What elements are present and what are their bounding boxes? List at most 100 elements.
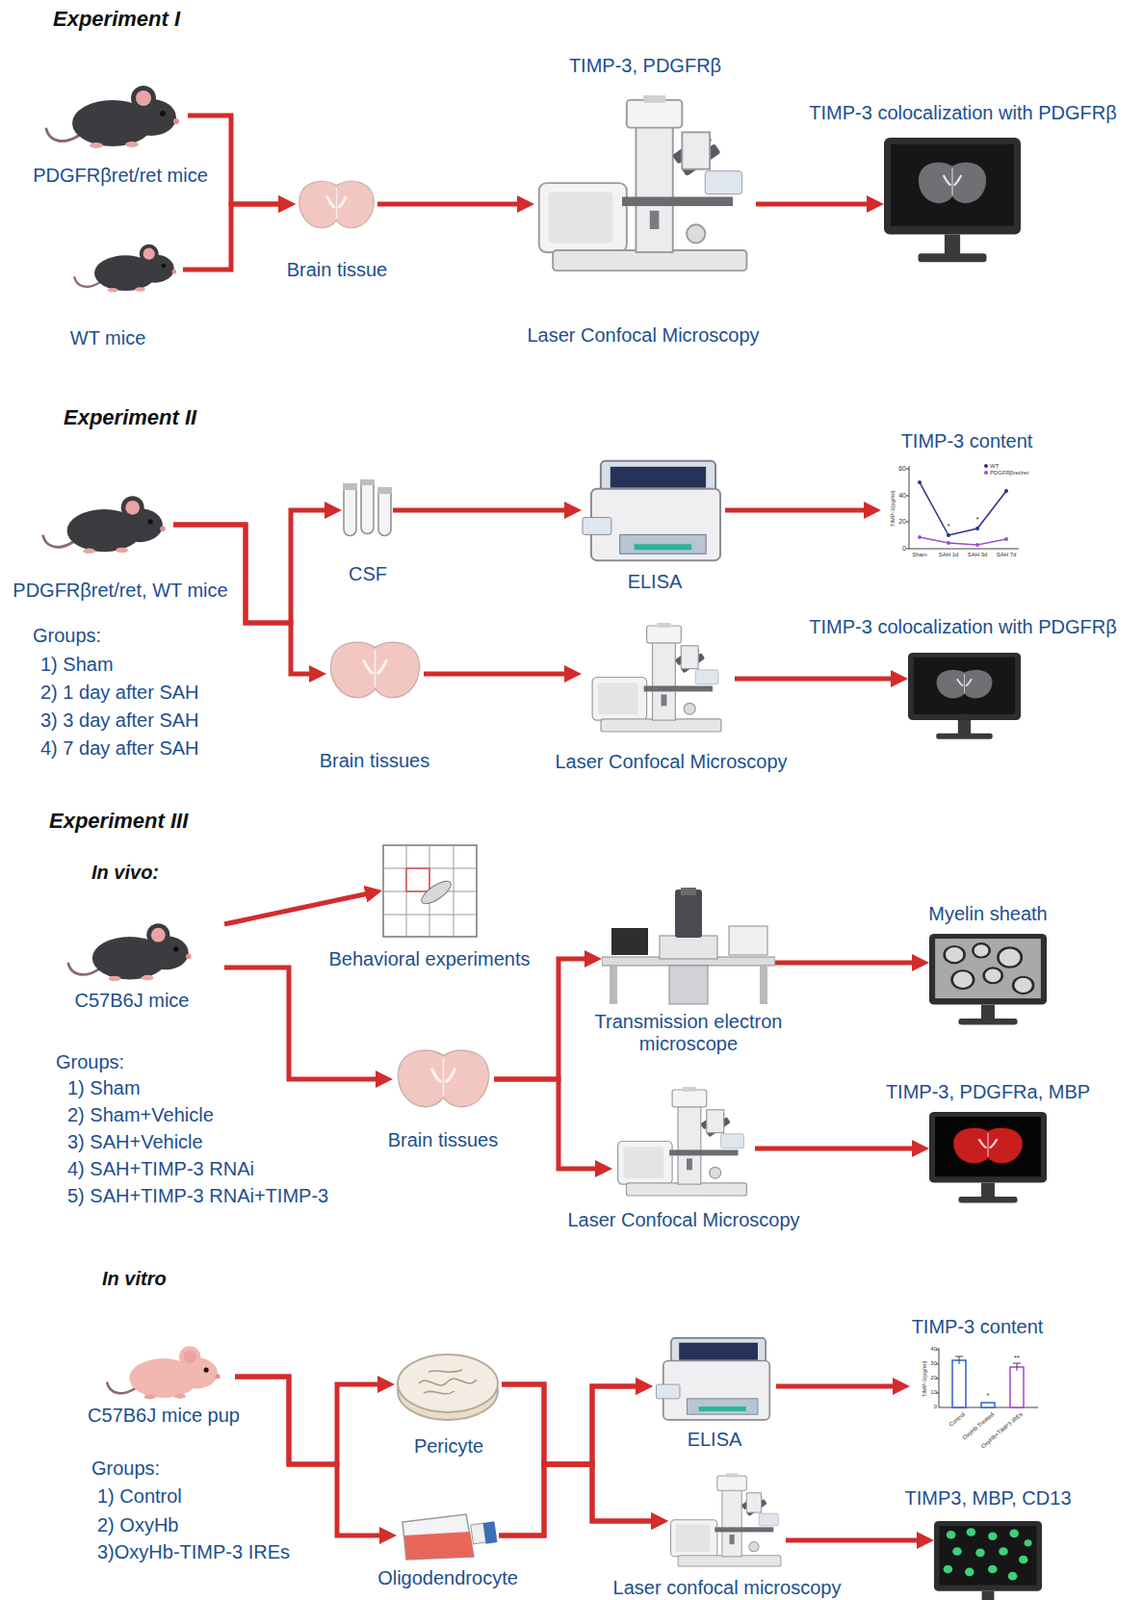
drawing-part [1013,977,1034,994]
figure-node: Behavioral experiments [382,844,478,938]
drawing-part [917,480,1009,538]
section-title: In vitro [102,1268,167,1290]
legend-text: WT [989,463,999,469]
figure-node: TIMP-3 colocalization with PDGFRβ [883,137,1021,271]
figure-node: Laser Confocal Microscopy [612,1087,755,1199]
legend-swatch [984,464,988,468]
legend-row: PDGFRβret/ret [984,469,1029,476]
monitor-icon [934,1521,1042,1600]
drawing-part [998,1547,1009,1557]
drawing-part [975,543,980,547]
drawing-part [1010,1367,1024,1408]
drawing-part [952,1360,966,1408]
flow-arrow [755,202,873,208]
legend-row: WT [984,463,999,469]
drawing-part [908,652,1021,740]
node-label: Brain tissues [319,750,431,773]
drawing-part [944,943,1034,994]
line-chart [906,466,1019,549]
drawing-part [964,1568,975,1578]
group-item: 3) SAH+Vehicle [67,1131,204,1154]
drawing-part [975,526,980,531]
drawing-part [934,1521,1042,1600]
monitor-icon [929,934,1047,1026]
monitor-icon [883,137,1021,262]
drawing-part [952,970,975,989]
figure-node: TIMP-3, PDGFRβLaser Confocal Microscopy [534,91,756,280]
drawing-part [929,934,1047,1026]
group-item: 4) SAH+TIMP-3 RNAi [67,1158,255,1181]
flow-arrow [182,204,285,270]
flow-arrow [392,508,571,514]
node-label: WT mice [70,327,147,350]
figure-node: TIMP-3 content [909,1345,1042,1434]
group-item: 2) 1 day after SAH [40,681,200,704]
group-item: 1) Sham [40,653,114,676]
figure-node: TIMP-3, PDGFRa, MBP [929,1112,1047,1210]
mouse-icon [43,495,166,554]
microscope-icon [539,95,748,271]
flow-arrow [234,1376,386,1536]
chart-text: 60 [898,465,907,473]
flow-arrow [493,959,591,1080]
legend-swatch [984,470,988,475]
drawing-part [935,1117,1041,1177]
chart-text: Control [947,1411,966,1429]
group-item: 5) SAH+TIMP-3 RNAi+TIMP-3 [67,1185,329,1208]
node-label: ELISA [687,1428,743,1452]
figure-node: PDGFRβret/ret, WT miceGroups:1) Sham2) 1… [40,484,174,560]
group-item: 1) Sham [67,1077,141,1100]
elisa-icon [655,1338,770,1421]
node-label: TIMP3, MBP, CD13 [904,1487,1071,1510]
chart-text: 20 [898,518,907,526]
chart-text: 10 [930,1389,937,1397]
node-label: Laser Confocal Microscopy [526,324,759,347]
node-label: Laser Confocal Microscopy [554,751,787,774]
brain-icon [397,1050,489,1108]
drawing-part [918,162,987,205]
flow-arrow [501,1384,642,1465]
flow-arrow [498,1386,642,1536]
figure-node: WT mice [72,227,183,305]
group-item: Groups: [91,1457,160,1481]
node-label: TIMP-3 content [901,430,1034,453]
dish-icon [397,1354,498,1421]
flow-arrow [776,1384,899,1390]
tem-icon [601,887,776,1005]
drawing-part [1018,1556,1029,1565]
flow-arrow [501,1384,657,1522]
flow-arrow [234,1376,384,1465]
monitor-icon [929,1112,1047,1204]
flow-arrow [775,961,918,966]
section-title: Experiment II [63,406,197,430]
flow-arrow [754,1146,918,1152]
figure-node: Transmission electron microscope [601,887,776,1006]
drawing-part [935,670,992,700]
microscope-icon [618,1087,748,1196]
section-title: In vivo: [91,861,159,884]
chart-text: TIMP-3(pg/ml) [921,1360,929,1398]
section-title: Experiment I [52,7,181,31]
chart-text: SAH 1d [938,551,960,559]
node-label: Oligodendrocyte [377,1567,519,1590]
microscope-icon [671,1473,781,1567]
flow-arrow [493,1079,601,1169]
flow-arrow [423,672,571,677]
chart-text: Sham [911,551,928,559]
brain-icon [330,642,419,699]
chart-text: 40 [898,492,907,500]
drawing-part [1008,1572,1018,1582]
figure-node: TIMP-3 colocalization with PDGFRβ [908,652,1021,746]
figure-node: Oligodendrocyte [396,1510,499,1562]
node-label: Brain tissue [286,259,389,282]
flow-arrow [173,510,331,624]
node-label: Transmission electron microscope [587,1011,790,1056]
drawing-part [981,1402,995,1408]
drawing-part [966,1528,977,1537]
pup-icon [106,1346,220,1400]
flow-arrow [187,115,285,205]
figure-node: TIMP3, MBP, CD13 [934,1521,1042,1600]
mouse-icon [46,85,180,149]
chart-text: SAH 7d [996,551,1017,559]
drawing-part [987,1532,998,1541]
